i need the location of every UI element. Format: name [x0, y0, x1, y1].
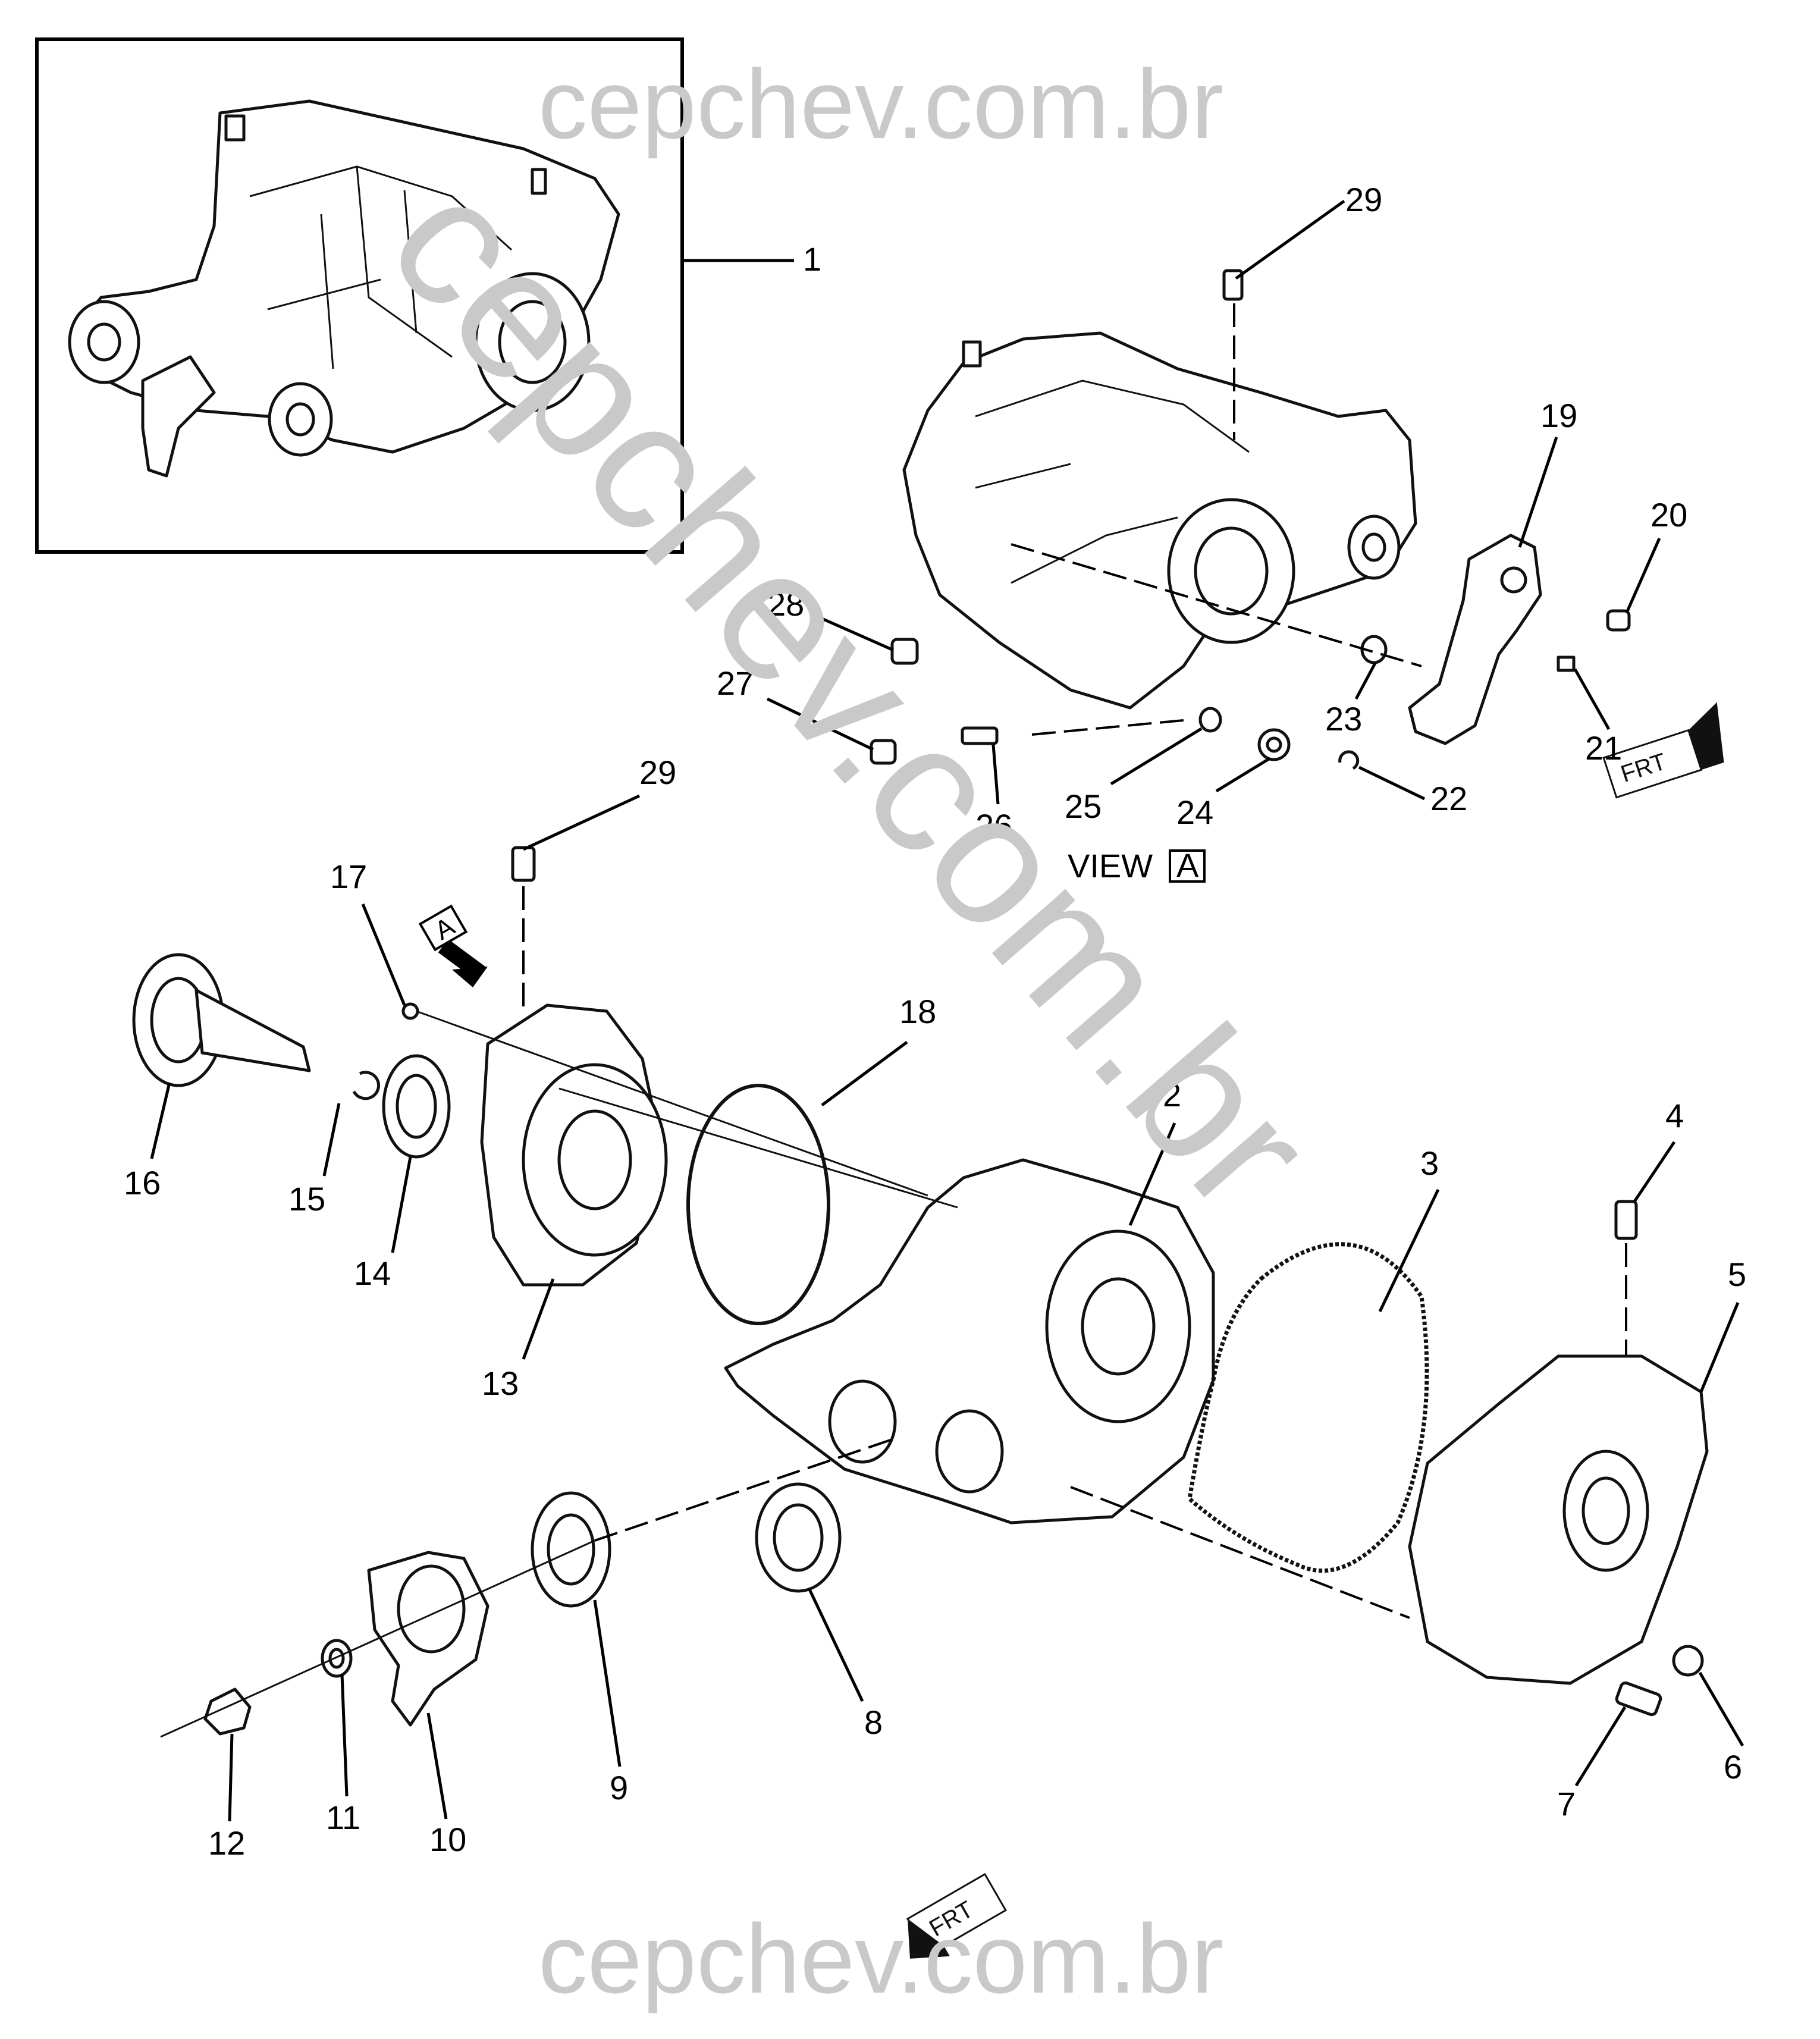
front-indicator-lower: FRT [906, 1872, 1007, 1959]
output-shaft-16 [194, 989, 311, 1072]
callout-9: 9 [610, 1769, 628, 1806]
callout-20: 20 [1650, 496, 1687, 534]
nut-12 [203, 1687, 252, 1736]
snap-ring-22 [1338, 750, 1360, 770]
callout-24: 24 [1176, 793, 1213, 831]
callout-23: 23 [1325, 700, 1362, 738]
rear-cover-5 [1408, 1354, 1709, 1685]
watermark-bottom: cepchev.com.br [538, 1904, 1223, 2013]
callout-4: 4 [1665, 1097, 1684, 1134]
bolt-17 [401, 1002, 419, 1020]
assembly-inset [35, 37, 794, 554]
callout-16: 16 [124, 1164, 161, 1202]
callout-17: 17 [330, 858, 367, 895]
fitting-29-lower [511, 846, 536, 882]
callout-18: 18 [899, 993, 936, 1030]
callout-29-upper: 29 [1345, 181, 1382, 218]
front-indicator-upper: FRT [1602, 702, 1724, 799]
bushing-20 [1606, 609, 1631, 632]
view-a-housing [902, 331, 1417, 710]
view-label: VIEW [1068, 847, 1153, 884]
assembled-differential-illustration [68, 99, 620, 478]
plug-27 [870, 739, 897, 765]
callout-29-lower: 29 [639, 754, 676, 791]
callout-26: 26 [975, 807, 1012, 845]
bolt-21 [1557, 655, 1576, 672]
gasket-3 [1187, 1242, 1429, 1573]
fitting-4 [1614, 1200, 1638, 1240]
callout-28: 28 [767, 585, 804, 623]
callout-13: 13 [482, 1364, 519, 1402]
callout-25: 25 [1065, 788, 1102, 825]
callout-19: 19 [1540, 397, 1577, 434]
callout-11: 11 [326, 1799, 360, 1836]
watermarks: cepchev.com.br cepchev.com.br cepchev.co… [350, 49, 1352, 2013]
o-ring-25 [1198, 707, 1222, 733]
callout-5: 5 [1728, 1256, 1746, 1293]
view-label-letter: A [1176, 846, 1199, 884]
lower-exploded-view [132, 846, 1709, 1738]
callout-numbers: 1 2 3 4 5 6 7 8 9 10 11 12 13 14 15 16 1… [124, 181, 1746, 1862]
callout-7: 7 [1557, 1785, 1576, 1822]
snap-ring-15 [352, 1071, 380, 1100]
callout-22: 22 [1430, 780, 1467, 817]
callout-10: 10 [429, 1821, 466, 1858]
watermark-top: cepchev.com.br [538, 49, 1223, 159]
section-a-marker: A [418, 904, 488, 987]
callout-3: 3 [1420, 1144, 1439, 1182]
callout-27: 27 [717, 664, 754, 702]
plug-6 [1672, 1645, 1704, 1677]
plug-28 [890, 638, 919, 665]
callout-15: 15 [288, 1180, 325, 1218]
vent-26 [961, 726, 999, 745]
callout-1: 1 [803, 240, 821, 278]
bolt-7 [1615, 1681, 1662, 1717]
bracket-19 [1408, 534, 1542, 745]
callout-21: 21 [1585, 729, 1622, 767]
callout-8: 8 [864, 1704, 883, 1741]
callout-2: 2 [1163, 1076, 1181, 1113]
callout-6: 6 [1724, 1748, 1742, 1786]
callout-12: 12 [208, 1824, 245, 1862]
o-ring-18 [686, 1084, 830, 1325]
view-a-caption: VIEW A [1068, 846, 1206, 884]
callout-14: 14 [354, 1254, 391, 1292]
leader-lines [150, 199, 1744, 1822]
view-a-small-parts [870, 269, 1631, 770]
